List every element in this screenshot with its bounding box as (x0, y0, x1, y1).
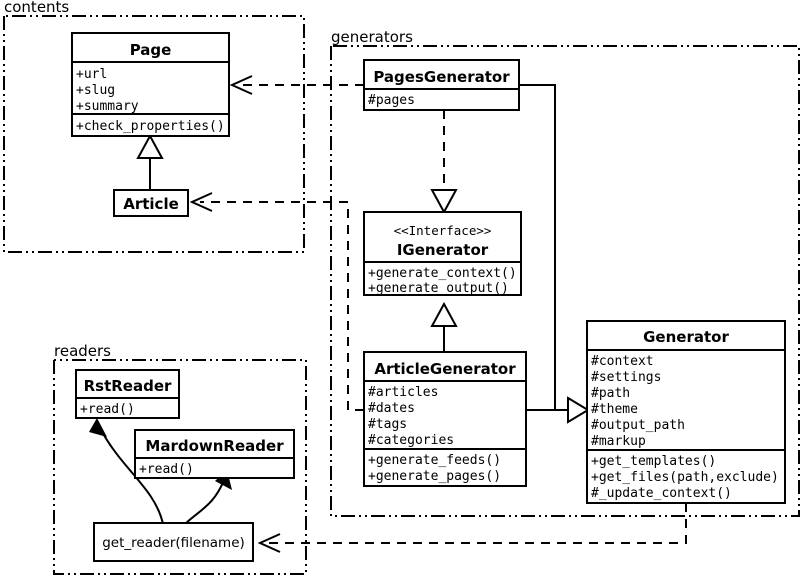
class-pages-generator[interactable]: PagesGenerator #pages (363, 59, 520, 111)
class-page[interactable]: Page +url +slug +summary +check_properti… (71, 32, 230, 137)
class-rst-reader-method: +read() (80, 402, 135, 417)
class-igenerator[interactable]: <<Interface>> IGenerator +generate_conte… (363, 211, 522, 296)
hollow-triangle-arrowhead (136, 133, 164, 159)
function-get-reader-label: get_reader(filename) (102, 535, 245, 551)
package-generators[interactable]: generators (330, 28, 800, 517)
class-igenerator-method: +generate_context() (368, 266, 517, 281)
class-article-generator-attribute: #articles (368, 385, 438, 400)
class-mardown-reader[interactable]: MardownReader +read() (134, 429, 295, 479)
package-contents-label: contents (4, 0, 69, 16)
class-mardown-reader-method: +read() (139, 462, 194, 477)
class-generator-attribute: #markup (591, 434, 646, 449)
class-igenerator-method: +generate_output() (368, 281, 509, 296)
class-mardown-reader-title: MardownReader (145, 437, 284, 455)
class-article[interactable]: Article (113, 189, 189, 217)
open-arrowhead (229, 75, 253, 95)
class-pages-generator-title: PagesGenerator (373, 68, 510, 86)
edge-generator-uses-get_reader[interactable] (257, 503, 687, 553)
class-rst-reader-box (75, 369, 180, 419)
class-generator-attribute: #settings (591, 370, 661, 385)
hollow-triangle-arrowhead (567, 396, 590, 424)
package-generators-border (330, 45, 800, 517)
edge-line (268, 503, 687, 544)
class-page-box (71, 32, 230, 137)
hollow-triangle-arrowhead (430, 189, 458, 215)
arrow-generalization-into-generator (567, 396, 590, 424)
class-generator-method: #_update_context() (591, 486, 732, 501)
class-article-generator-attribute: #dates (368, 401, 415, 416)
class-article-generator-method: +generate_feeds() (368, 453, 501, 468)
function-get-reader[interactable]: get_reader(filename) (93, 522, 254, 562)
class-rst-reader-title: RstReader (84, 377, 172, 395)
class-page-attribute: +url (76, 67, 107, 82)
package-contents[interactable]: contents (3, 0, 305, 253)
edge-line (200, 201, 364, 411)
class-page-title: Page (130, 41, 172, 59)
class-igenerator-title: IGenerator (397, 241, 489, 259)
edge-line (184, 479, 225, 525)
class-article-generator-method: +generate_pages() (368, 469, 501, 484)
class-pages-generator-attribute: #pages (368, 93, 415, 108)
class-igenerator-stereotype: <<Interface>> (394, 223, 492, 238)
class-generator-title: Generator (643, 328, 729, 346)
class-article-generator-attribute: #categories (368, 433, 454, 448)
solid-arrowhead (89, 418, 107, 437)
class-article-title: Article (123, 195, 179, 213)
function-get-reader-box (93, 522, 254, 562)
package-readers[interactable]: readers (53, 342, 307, 575)
class-igenerator-box (363, 211, 522, 296)
class-mardown-reader-box (134, 429, 295, 479)
class-page-attribute: +summary (76, 99, 139, 114)
class-generator-attribute: #context (591, 354, 654, 369)
open-arrowhead (257, 533, 281, 553)
class-generator-attribute: #path (591, 386, 630, 401)
class-generator-attribute: #output_path (591, 418, 685, 433)
class-page-attribute: +slug (76, 83, 115, 98)
edge-articlegenerator-uses-article[interactable] (189, 192, 364, 411)
class-generator-attribute: #theme (591, 402, 638, 417)
edge-pagesgenerator-uses-page[interactable] (229, 75, 364, 95)
package-generators-label: generators (331, 28, 413, 46)
class-generator-method: +get_files(path,exclude) (591, 470, 779, 485)
class-article-generator-title: ArticleGenerator (374, 360, 516, 378)
hollow-triangle-arrowhead (430, 301, 458, 327)
class-page-method: +check_properties() (76, 119, 225, 134)
class-generator[interactable]: Generator #context #settings #path #them… (586, 320, 786, 504)
package-readers-label: readers (54, 342, 111, 360)
class-generator-method: +get_templates() (591, 454, 716, 469)
open-arrowhead (189, 192, 213, 212)
class-article-box (113, 189, 189, 217)
package-readers-border (53, 359, 307, 575)
class-generator-box (586, 320, 786, 504)
class-rst-reader[interactable]: RstReader +read() (75, 369, 180, 419)
package-contents-border (3, 15, 305, 253)
class-article-generator-attribute: #tags (368, 417, 407, 432)
edge-pagesgenerator-realizes-igenerator[interactable] (430, 110, 458, 215)
edge-articlegenerator-realizes-igenerator[interactable] (430, 301, 458, 355)
class-article-generator[interactable]: ArticleGenerator #articles #dates #tags … (363, 351, 527, 487)
class-article-generator-box (363, 351, 527, 487)
edge-article-inherits-page[interactable] (136, 133, 164, 190)
class-pages-generator-box (363, 59, 520, 111)
